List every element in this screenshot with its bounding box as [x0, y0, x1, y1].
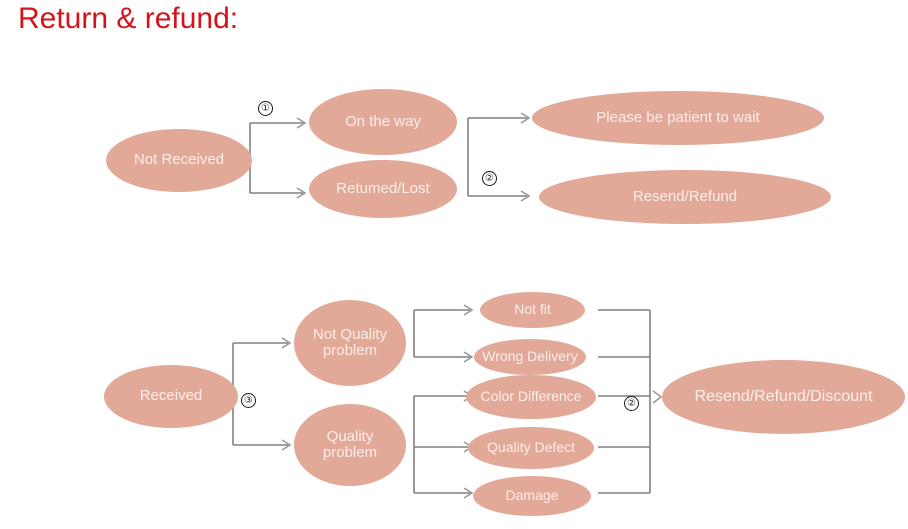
step-badge-2-bottom: ② [624, 396, 639, 411]
node-color-difference[interactable]: Color Difference [466, 375, 596, 419]
arrow-to-damage [463, 487, 474, 499]
node-wrong-delivery-label: Wrong Delivery [482, 348, 578, 365]
node-returned-lost[interactable]: Retumed/Lost [309, 160, 457, 218]
node-quality-defect-label: Quality Defect [487, 439, 575, 456]
node-not-quality-problem-label: Not Quality problem [312, 325, 388, 359]
node-not-fit[interactable]: Not fit [480, 292, 585, 328]
step-badge-1-label: ① [261, 102, 270, 114]
node-damage-label: Damage [505, 487, 559, 504]
node-resend-refund-discount[interactable]: Resend/Refund/Discount [662, 360, 905, 434]
node-on-the-way-label: On the way [345, 112, 421, 130]
step-badge-3: ③ [241, 393, 256, 408]
arrow-to-resend-refund-discount [652, 390, 663, 404]
node-returned-lost-label: Retumed/Lost [336, 179, 430, 197]
node-quality-problem[interactable]: Quality problem [294, 404, 406, 486]
arrow-to-quality [281, 439, 292, 451]
arrow-to-wrong-delivery [463, 351, 474, 363]
node-on-the-way[interactable]: On the way [309, 89, 457, 155]
step-badge-1: ① [258, 101, 273, 116]
node-received-label: Received [139, 387, 203, 405]
node-please-be-patient-to-wait[interactable]: Please be patient to wait [532, 91, 824, 145]
node-not-fit-label: Not fit [514, 301, 551, 318]
arrow-to-resend-refund [520, 190, 531, 202]
node-resend-refund-discount-label: Resend/Refund/Discount [694, 388, 873, 406]
node-color-difference-label: Color Difference [480, 388, 582, 405]
node-not-received[interactable]: Not Received [106, 129, 252, 192]
node-quality-problem-label: Quality problem [322, 427, 378, 461]
step-badge-2-top: ② [482, 171, 497, 186]
page-title: Return & refund: [18, 2, 239, 35]
node-wrong-delivery[interactable]: Wrong Delivery [474, 339, 586, 375]
node-please-be-patient-to-wait-label: Please be patient to wait [596, 108, 760, 126]
step-badge-2-bottom-label: ② [627, 397, 636, 409]
arrow-to-returned-lost [296, 187, 307, 199]
arrow-to-not-quality [281, 337, 292, 349]
node-damage[interactable]: Damage [473, 476, 591, 516]
arrow-to-not-fit [463, 304, 474, 316]
node-resend-refund[interactable]: Resend/Refund [539, 170, 831, 224]
step-badge-3-label: ③ [244, 394, 253, 406]
arrow-to-please-wait [520, 112, 531, 124]
node-not-quality-problem[interactable]: Not Quality problem [294, 300, 406, 386]
arrow-to-on-the-way [296, 117, 307, 129]
node-quality-defect[interactable]: Quality Defect [468, 427, 594, 469]
step-badge-2-top-label: ② [485, 172, 494, 184]
node-received[interactable]: Received [104, 365, 238, 428]
node-resend-refund-label: Resend/Refund [632, 187, 738, 205]
node-not-received-label: Not Received [133, 151, 225, 169]
